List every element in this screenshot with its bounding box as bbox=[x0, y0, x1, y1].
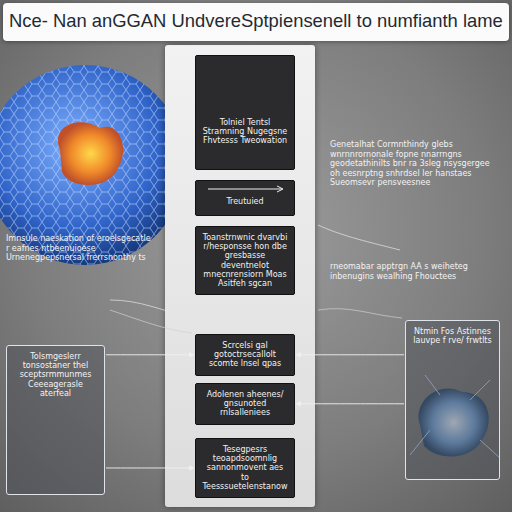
process-box: Tolniel Tentsl Stramning Nugegsne Fhvtes… bbox=[195, 55, 295, 170]
process-box: Toanstrnwnic dvarvbi r/hesponsse hon dbe… bbox=[195, 226, 295, 295]
node-text: Toanstrnwnic dvarvbi r/hesponsse hon dbe… bbox=[202, 233, 288, 288]
arrow-glyph bbox=[206, 185, 286, 193]
annotation-text: Genetalhat Cormnthindy glebs wnrnnrornon… bbox=[330, 140, 502, 188]
annotation-text: rneomabar apptrgn AA s weiheteg inbenugi… bbox=[330, 262, 470, 281]
node-text: Tesegpesrs teoapdsoomnlig sannonmovent a… bbox=[202, 445, 288, 491]
node-text: Adolenen aheenes/ gnsunoted rnlsalleniee… bbox=[202, 390, 288, 418]
connector-line bbox=[296, 354, 404, 355]
connector-line bbox=[106, 467, 194, 468]
diagram-title: Nce- Nan anGGAN UndvereSptpiensenell to … bbox=[9, 10, 503, 32]
node-text: Ntmin Fos Astinnes lauvpe f rve/ frwtlts bbox=[412, 327, 493, 345]
connector-line bbox=[106, 354, 194, 355]
process-box: Treutuied bbox=[195, 180, 295, 216]
process-box: Tesegpesrs teoapdsoomnlig sannonmovent a… bbox=[195, 438, 295, 498]
process-box: Scrcelsi gal gotoctrsecallolt scomte lns… bbox=[195, 334, 295, 376]
node-text: Scrcelsi gal gotoctrsecallolt scomte lns… bbox=[202, 341, 288, 369]
node-text: Treutuied bbox=[202, 197, 288, 206]
core-blob bbox=[58, 122, 123, 185]
mesh-sphere bbox=[0, 65, 185, 265]
process-box: Adolenen aheenes/ gnsunoted rnlsalleniee… bbox=[195, 383, 295, 425]
info-panel: Tolsmgeslerr tonsostaner thel sceptsrmmu… bbox=[6, 345, 105, 495]
title-bar: Nce- Nan anGGAN UndvereSptpiensenell to … bbox=[3, 3, 509, 41]
image-panel: Ntmin Fos Astinnes lauvpe f rve/ frwtlts bbox=[405, 320, 500, 480]
connector-line bbox=[296, 403, 404, 404]
node-text: Tolsmgeslerr tonsostaner thel sceptsrmmu… bbox=[13, 352, 98, 398]
annotation-text: Imnsule naeskation of eroelsgecatle r ea… bbox=[6, 234, 156, 263]
node-text: Tolniel Tentsl Stramning Nugegsne Fhvtes… bbox=[202, 118, 288, 146]
